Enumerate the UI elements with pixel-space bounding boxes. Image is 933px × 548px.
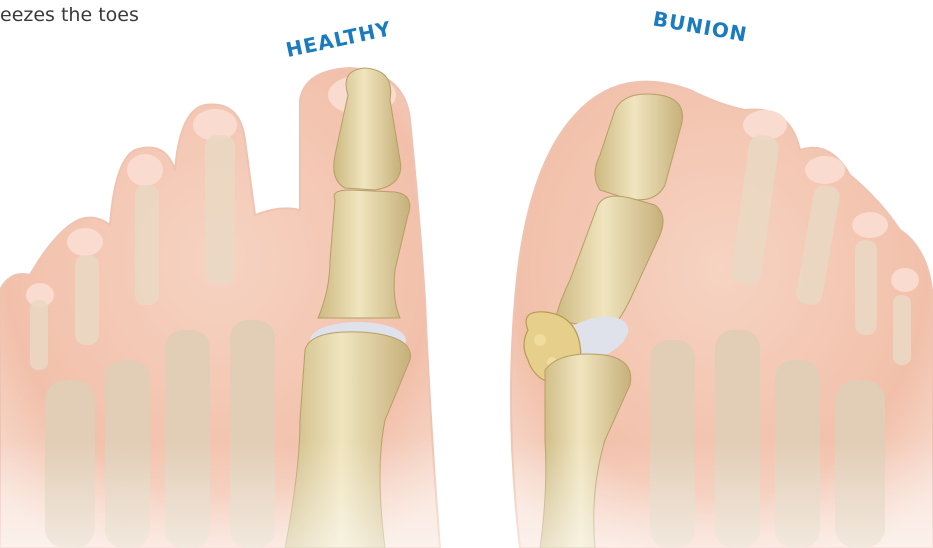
bunion-label: BUNION — [651, 6, 749, 46]
healthy-label: HEALTHY — [284, 16, 394, 62]
